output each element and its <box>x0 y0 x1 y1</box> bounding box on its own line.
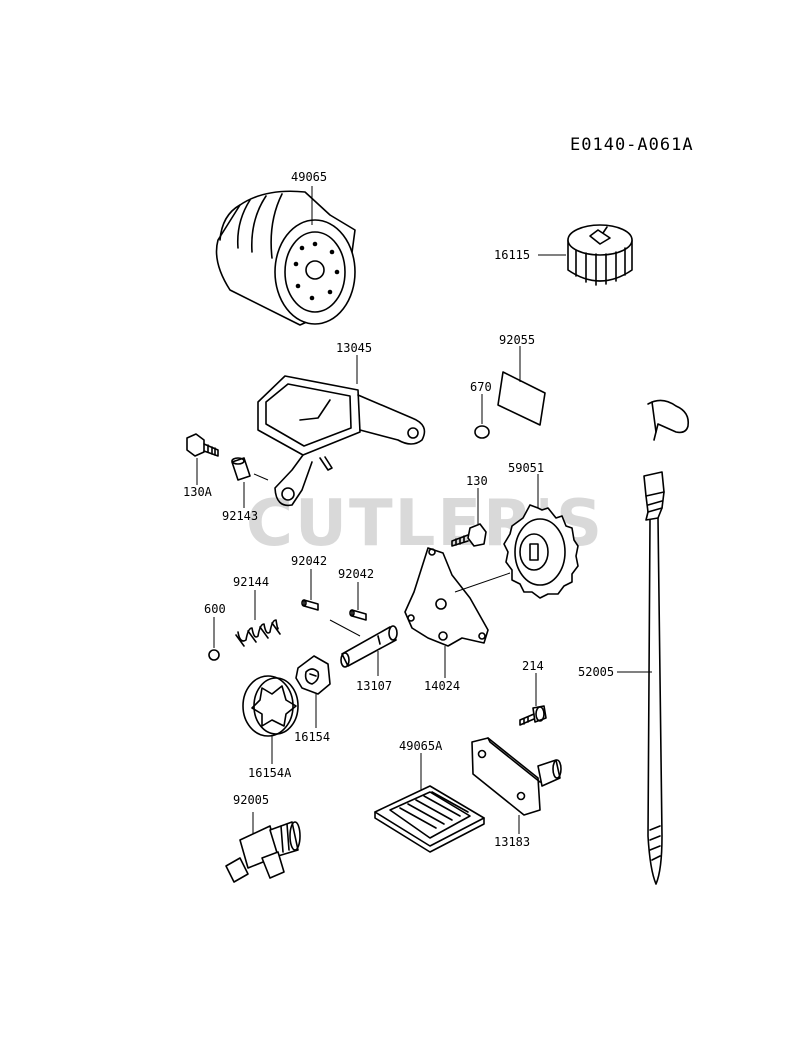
part-13183-bracket-plate[interactable]: 13183 <box>471 737 562 849</box>
part-49065-oil-filter[interactable]: 49065 <box>215 170 356 326</box>
label-92143: 92143 <box>222 509 258 523</box>
part-670-o-ring[interactable]: 670 <box>470 380 492 439</box>
label-92042-left: 92042 <box>291 554 327 568</box>
part-16154A-outer-rotor[interactable]: 16154A <box>242 675 299 780</box>
label-59051: 59051 <box>508 461 544 475</box>
label-13183: 13183 <box>494 835 530 849</box>
part-52005-dipstick[interactable]: 52005 <box>578 399 690 885</box>
part-214-bolt[interactable]: 214 <box>519 659 547 726</box>
label-130A: 130A <box>183 485 213 499</box>
label-130: 130 <box>466 474 488 488</box>
part-600-ball[interactable]: 600 <box>204 602 226 661</box>
label-49065A: 49065A <box>399 739 443 753</box>
diagram-code: E0140-A061A <box>570 135 694 155</box>
label-49065: 49065 <box>291 170 327 184</box>
label-52005: 52005 <box>578 665 614 679</box>
part-92144-spring[interactable]: 92144 <box>233 575 281 647</box>
label-600: 600 <box>204 602 226 616</box>
part-130A-bolt[interactable]: 130A <box>183 433 219 499</box>
part-13045-strainer-bracket[interactable]: 13045 <box>257 341 426 507</box>
label-670: 670 <box>470 380 492 394</box>
label-92005: 92005 <box>233 793 269 807</box>
label-92144: 92144 <box>233 575 269 589</box>
label-214: 214 <box>522 659 544 673</box>
part-13107-shaft[interactable]: 13107 <box>329 619 398 693</box>
label-16154A: 16154A <box>248 766 292 780</box>
part-16115-oil-cap[interactable]: 16115 <box>494 224 633 286</box>
label-16115: 16115 <box>494 248 530 262</box>
part-92042-pin-right[interactable]: 92042 <box>338 567 374 621</box>
part-49065A-oil-screen[interactable]: 49065A <box>374 739 485 853</box>
part-92055-gasket[interactable]: 92055 <box>497 333 546 426</box>
label-14024: 14024 <box>424 679 460 693</box>
label-92055: 92055 <box>499 333 535 347</box>
label-13107: 13107 <box>356 679 392 693</box>
part-92042-pin-left[interactable]: 92042 <box>291 554 327 611</box>
part-92143-collar[interactable]: 92143 <box>222 457 269 523</box>
part-14024-pump-cover[interactable]: 14024 <box>404 547 511 693</box>
part-92005-fitting[interactable]: 92005 <box>225 793 301 883</box>
part-59051-gear[interactable]: 59051 <box>503 461 579 599</box>
part-16154-inner-rotor[interactable]: 16154 <box>294 655 331 744</box>
label-13045: 13045 <box>336 341 372 355</box>
label-16154: 16154 <box>294 730 330 744</box>
label-92042-right: 92042 <box>338 567 374 581</box>
part-130-bolt[interactable]: 130 <box>451 474 488 547</box>
